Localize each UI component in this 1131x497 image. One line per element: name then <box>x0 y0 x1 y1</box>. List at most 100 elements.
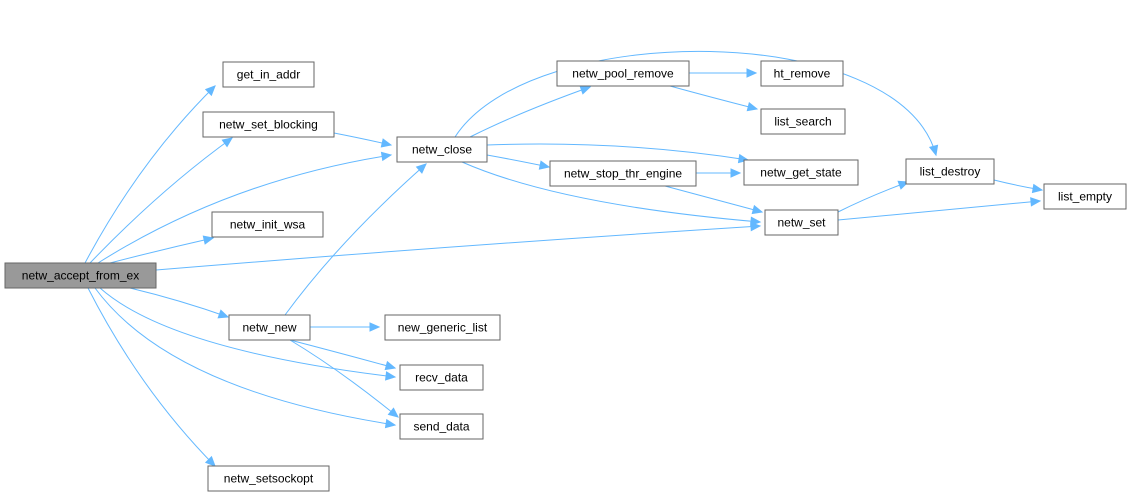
edge-line <box>469 86 591 138</box>
edge-netw_new-to-netw_close <box>284 163 427 316</box>
edge-line <box>486 143 749 161</box>
node-label: list_search <box>774 115 831 129</box>
edge-arrowhead <box>1030 197 1042 207</box>
edge-arrowhead <box>751 204 764 215</box>
edge-netw_new-to-new_generic_list <box>310 322 381 332</box>
edge-line <box>289 339 396 369</box>
edge-arrowhead <box>1031 183 1044 194</box>
edge-arrowhead <box>387 407 399 418</box>
node-box <box>743 159 859 186</box>
node-label: ht_remove <box>774 67 831 81</box>
edge-netw_stop_thr_engine-to-netw_get_state <box>696 168 742 178</box>
node-ht-remove[interactable]: ht_remove <box>760 60 844 87</box>
node-send-data[interactable]: send_data <box>399 413 484 440</box>
edge-line <box>94 287 396 426</box>
edge-arrowhead <box>221 137 233 148</box>
edge-netw_close-to-netw_pool_remove <box>469 85 592 138</box>
node-label: netw_set <box>777 216 826 230</box>
edge-arrowhead <box>384 418 397 429</box>
edge-netw_close-to-list_destroy <box>454 51 939 157</box>
edge-line <box>89 137 233 264</box>
node-box <box>760 108 846 135</box>
edge-arrowhead <box>380 151 393 162</box>
node-netw-stop-thr-engine[interactable]: netw_stop_thr_engine <box>549 160 697 187</box>
edge-netw_accept_from_ex-to-netw_new <box>129 287 230 319</box>
node-list-empty[interactable]: list_empty <box>1043 183 1127 210</box>
node-label: new_generic_list <box>398 321 488 335</box>
node-box <box>764 209 839 236</box>
edge-arrowhead <box>384 360 397 371</box>
edge-netw_accept_from_ex-to-get_in_addr <box>84 85 216 264</box>
node-netw-setsockopt[interactable]: netw_setsockopt <box>207 465 330 492</box>
edge-netw_set-to-list_destroy <box>837 180 910 213</box>
edge-netw_accept_from_ex-to-netw_setsockopt <box>87 287 216 467</box>
node-label: netw_setsockopt <box>224 472 314 486</box>
node-box <box>211 211 324 238</box>
node-box <box>207 465 330 492</box>
node-new-generic-list[interactable]: new_generic_list <box>384 314 501 341</box>
edge-netw_accept_from_ex-to-netw_set_blocking <box>89 137 233 264</box>
node-label: netw_pool_remove <box>572 67 674 81</box>
node-netw-get-state[interactable]: netw_get_state <box>743 159 859 186</box>
edge-netw_close-to-netw_set <box>461 161 762 226</box>
node-label: netw_new <box>242 321 296 335</box>
node-netw-close[interactable]: netw_close <box>396 136 488 163</box>
edge-line <box>461 161 761 223</box>
edge-arrowhead <box>202 235 215 245</box>
node-label: list_destroy <box>920 165 981 179</box>
edge-arrowhead <box>204 455 216 467</box>
edge-netw_new-to-send_data <box>289 339 399 418</box>
node-get-in-addr[interactable]: get_in_addr <box>222 61 315 88</box>
node-list-search[interactable]: list_search <box>760 108 846 135</box>
node-box <box>1043 183 1127 210</box>
edge-line <box>454 51 937 156</box>
edge-line <box>837 200 1041 221</box>
node-recv-data[interactable]: recv_data <box>399 364 484 391</box>
edge-netw_pool_remove-to-ht_remove <box>689 68 758 78</box>
edge-netw_close-to-netw_get_state <box>486 143 750 164</box>
node-box <box>760 60 844 87</box>
node-box <box>4 262 157 289</box>
node-label: netw_stop_thr_engine <box>564 167 682 181</box>
node-netw-new[interactable]: netw_new <box>228 314 311 341</box>
node-netw-accept-from-ex[interactable]: netw_accept_from_ex <box>4 262 157 289</box>
edge-netw_set-to-list_empty <box>837 197 1042 221</box>
node-box <box>549 160 697 187</box>
edge-netw_accept_from_ex-to-netw_close <box>97 151 393 264</box>
node-box <box>202 111 335 138</box>
edge-netw_accept_from_ex-to-send_data <box>94 287 397 429</box>
edge-line <box>155 225 761 271</box>
node-netw-set[interactable]: netw_set <box>764 209 839 236</box>
node-box <box>384 314 501 341</box>
node-list-destroy[interactable]: list_destroy <box>905 158 995 185</box>
node-label: recv_data <box>415 371 468 385</box>
edge-arrowhead <box>579 85 592 95</box>
node-label: netw_accept_from_ex <box>22 269 139 283</box>
node-box <box>222 61 315 88</box>
node-label: netw_close <box>412 143 472 157</box>
node-netw-init-wsa[interactable]: netw_init_wsa <box>211 211 324 238</box>
edge-netw_new-to-recv_data <box>289 339 397 371</box>
edge-arrowhead <box>746 102 759 112</box>
edge-line <box>289 339 399 418</box>
edge-layer <box>84 51 1044 467</box>
edge-line <box>84 85 216 264</box>
edge-line <box>97 154 392 264</box>
edge-netw_stop_thr_engine-to-netw_set <box>664 185 764 215</box>
node-netw-set-blocking[interactable]: netw_set_blocking <box>202 111 335 138</box>
edge-arrowhead <box>746 68 758 78</box>
edge-arrowhead <box>204 85 216 97</box>
node-netw-pool-remove[interactable]: netw_pool_remove <box>556 60 690 87</box>
node-label: send_data <box>413 420 469 434</box>
edge-netw_pool_remove-to-list_search <box>669 85 759 112</box>
edge-arrowhead <box>415 163 427 174</box>
node-box <box>396 136 488 163</box>
node-label: get_in_addr <box>237 68 300 82</box>
edge-line <box>669 85 758 110</box>
edge-line <box>99 287 396 378</box>
edge-line <box>284 163 427 316</box>
edge-arrowhead <box>928 144 939 157</box>
edge-list_destroy-to-list_empty <box>993 179 1044 194</box>
node-layer: netw_accept_from_ex get_in_addr netw_set_b… <box>4 60 1127 492</box>
